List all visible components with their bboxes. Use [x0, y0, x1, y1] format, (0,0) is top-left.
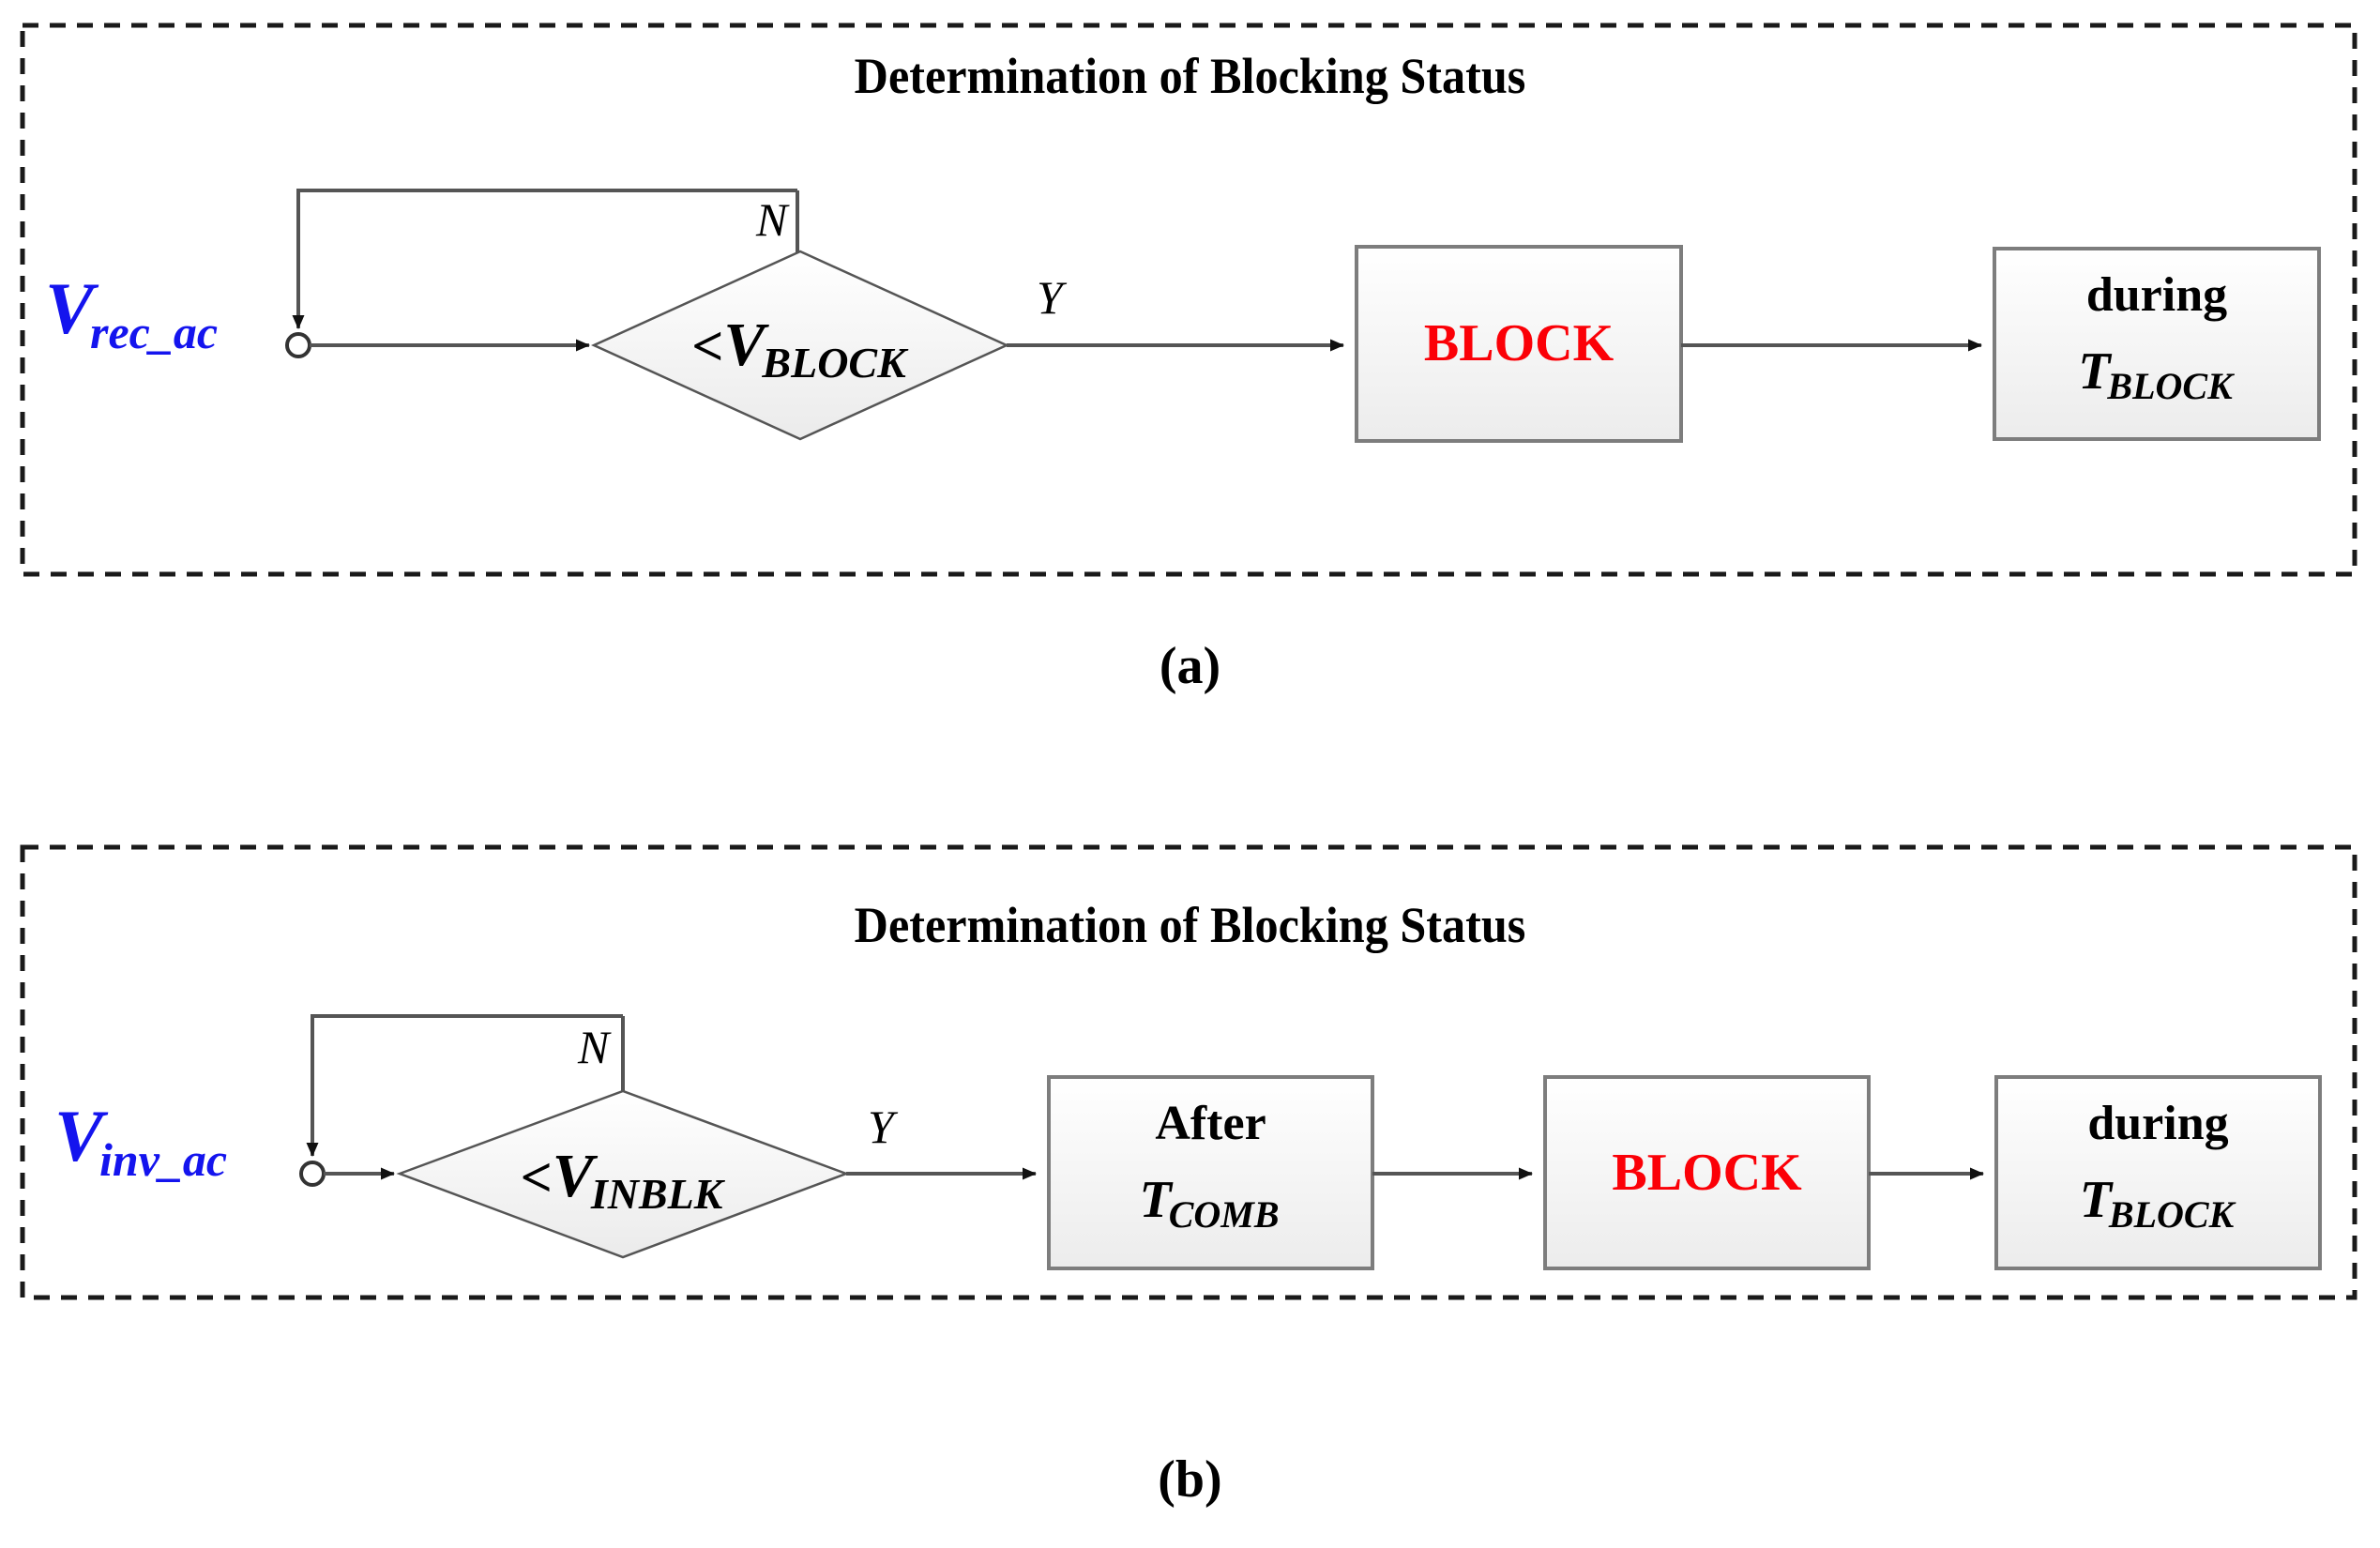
- panel-b-frame: [20, 844, 2357, 1300]
- panel-b-after-label[interactable]: After TCOMB: [1049, 1096, 1372, 1236]
- panel-a-decision-text: <VBLOCK: [613, 310, 988, 387]
- panel-b-block-box: [1543, 1075, 1871, 1270]
- panel-b-during-line2: TBLOCK: [1996, 1170, 2320, 1236]
- panel-a-branch-yes-label: Y: [1037, 271, 1063, 324]
- panel-b-decision-text: <VINBLK: [445, 1141, 801, 1218]
- panel-b-decision-operator: <: [520, 1146, 553, 1208]
- panel-b-during-base: T: [2079, 1171, 2112, 1229]
- panel-b-during-label[interactable]: during TBLOCK: [1996, 1096, 2320, 1236]
- panel-a-decision-variable: V: [723, 311, 766, 379]
- panel-a-during-base: T: [2078, 342, 2111, 401]
- panel-a-during-line1: during: [2085, 268, 2228, 322]
- panel-b-decision-subscript: INBLK: [590, 1170, 723, 1218]
- panel-a-during-sub: BLOCK: [2107, 365, 2233, 407]
- panel-a-title: Determination of Blocking Status: [854, 48, 1526, 104]
- panel-b-after-line1: After: [1155, 1097, 1266, 1150]
- panel-b-decision-variable: V: [552, 1142, 594, 1210]
- panel-a-junction-node: [285, 332, 311, 358]
- panel-a-input-signal-sub: rec_ac: [90, 306, 219, 358]
- panel-b-input-signal-base: V: [54, 1095, 104, 1176]
- panel-b-junction-node: [299, 1161, 326, 1187]
- panel-b-after-box: [1047, 1075, 1374, 1270]
- panel-a-during-label[interactable]: during TBLOCK: [1994, 267, 2319, 407]
- panel-b-during-sub: BLOCK: [2108, 1193, 2235, 1236]
- panel-b-after-base: T: [1139, 1171, 1172, 1229]
- panel-a-branch-no-label: N: [756, 193, 788, 246]
- panel-a-during-line2: TBLOCK: [1994, 341, 2319, 407]
- panel-b-input-signal-sub: inv_ac: [99, 1133, 228, 1186]
- panel-a-caption: (a): [1159, 637, 1221, 695]
- panel-b-input-signal-label: Vinv_ac: [54, 1100, 231, 1184]
- panel-b-after-sub: COMB: [1168, 1193, 1280, 1236]
- panel-b-branch-yes-label: Y: [868, 1100, 894, 1153]
- panel-a-decision-operator: <: [691, 315, 724, 377]
- panel-a-during-box: [1993, 247, 2321, 441]
- panel-a-input-signal-label: Vrec_ac: [45, 272, 221, 357]
- panel-b-during-line1: during: [2087, 1097, 2229, 1150]
- panel-b-feedback-path: [306, 1014, 623, 1157]
- panel-a-input-signal-base: V: [45, 267, 95, 349]
- panel-b-block-label[interactable]: BLOCK: [1612, 1144, 1802, 1202]
- panel-b-after-line2: TCOMB: [1049, 1170, 1372, 1236]
- panel-a-feedback-path: [292, 189, 797, 329]
- panel-a-decision-subscript: BLOCK: [762, 339, 906, 387]
- panel-b-title: Determination of Blocking Status: [854, 897, 1526, 953]
- panel-b-caption: (b): [1158, 1450, 1222, 1509]
- panel-b-during-box: [1994, 1075, 2322, 1270]
- panel-a-block-label[interactable]: BLOCK: [1423, 314, 1614, 372]
- panel-b-branch-no-label: N: [578, 1021, 610, 1073]
